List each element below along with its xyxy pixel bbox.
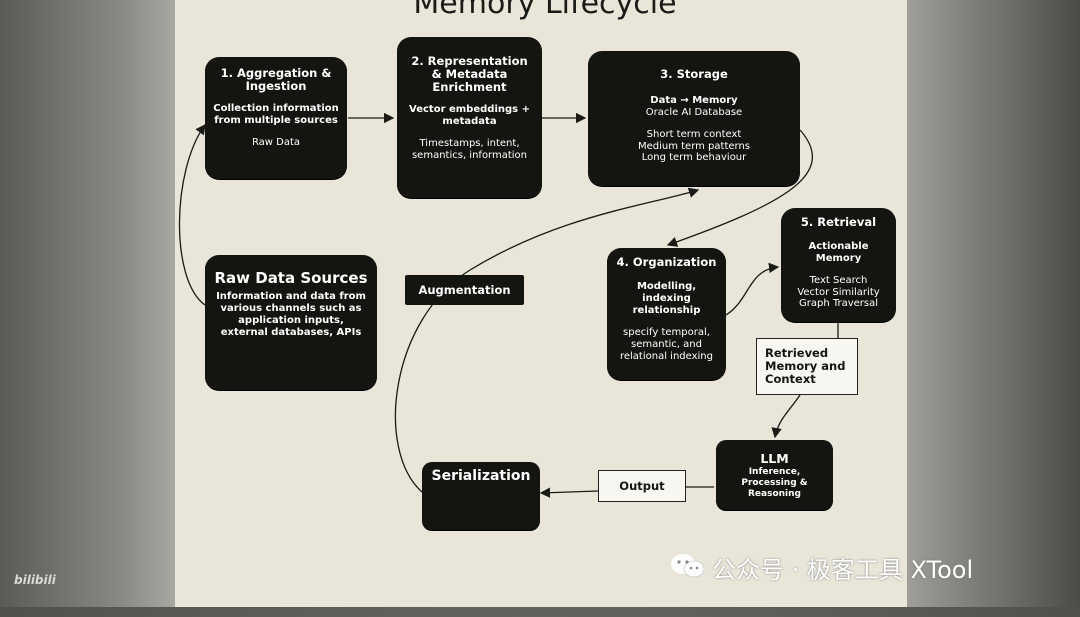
node-serialization: Serialization [422, 462, 540, 530]
node-raw-data-sources: Raw Data Sources Information and data fr… [205, 255, 377, 390]
wechat-icon [670, 552, 706, 580]
node-organization-detail: specify temporal, semantic, and relation… [615, 327, 718, 363]
node-storage: 3. Storage Data → Memory Oracle AI Datab… [588, 51, 800, 186]
node-representation-heading: 2. Representation & Metadata Enrichment [405, 55, 534, 94]
label-retrieved-memory: Retrieved Memory and Context [756, 338, 858, 395]
node-raw-sources-heading: Raw Data Sources [213, 269, 369, 287]
node-storage-detail-0: Short term context [596, 129, 792, 141]
arrow-raw-to-aggregation [179, 125, 205, 305]
node-llm-body: Inference, Processing & Reasoning [724, 467, 825, 500]
node-raw-sources-body: Information and data from various channe… [213, 291, 369, 339]
node-serialization-heading: Serialization [430, 470, 532, 483]
bilibili-corner-logo: bilibili [14, 573, 56, 587]
node-storage-heading: 3. Storage [596, 68, 792, 81]
watermark-text: 公众号 · 极客工具 XTool [712, 550, 973, 585]
node-organization-heading: 4. Organization [615, 256, 718, 269]
arrow-output-to-serialization [541, 491, 598, 493]
node-representation-body: Vector embeddings + metadata [405, 104, 534, 128]
node-organization-body: Modelling, indexing relationship [615, 281, 718, 317]
node-representation-detail: Timestamps, intent, semantics, informati… [405, 138, 534, 162]
arrow-retrieved-to-llm [775, 395, 800, 437]
node-retrieval-heading: 5. Retrieval [789, 216, 888, 229]
node-representation: 2. Representation & Metadata Enrichment … [397, 37, 542, 198]
arrow-organization-to-retrieval [726, 267, 778, 315]
node-organization: 4. Organization Modelling, indexing rela… [607, 248, 726, 380]
label-output: Output [598, 470, 686, 502]
node-storage-detail-2: Long term behaviour [596, 152, 792, 164]
node-retrieval-detail-0: Text Search [789, 275, 888, 287]
node-storage-body: Data → Memory [596, 95, 792, 107]
node-llm-heading: LLM [724, 452, 825, 465]
node-llm: LLM Inference, Processing & Reasoning [716, 440, 833, 510]
node-aggregation-detail: Raw Data [213, 137, 339, 149]
node-retrieval-body: Actionable Memory [789, 241, 888, 265]
node-storage-detail-1: Medium term patterns [596, 141, 792, 153]
node-retrieval-detail-2: Graph Traversal [789, 298, 888, 310]
node-retrieval-detail-1: Vector Similarity [789, 287, 888, 299]
label-augmentation: Augmentation [405, 275, 524, 305]
node-storage-subtitle: Oracle AI Database [596, 107, 792, 119]
node-aggregation: 1. Aggregation & Ingestion Collection in… [205, 57, 347, 179]
node-aggregation-body: Collection information from multiple sou… [213, 103, 339, 127]
node-retrieval: 5. Retrieval Actionable Memory Text Sear… [781, 208, 896, 322]
node-aggregation-heading: 1. Aggregation & Ingestion [213, 67, 339, 93]
